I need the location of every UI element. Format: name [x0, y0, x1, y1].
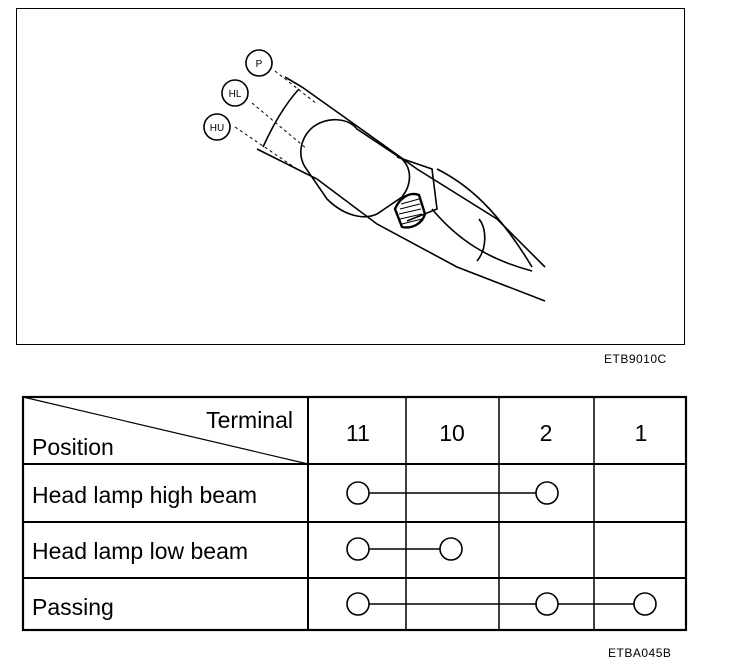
header-terminal: Terminal	[206, 407, 293, 433]
terminal-11: 11	[346, 420, 370, 446]
lever-grip-body	[300, 118, 411, 218]
lever-grip-collar	[396, 156, 438, 222]
callout-circle-p	[245, 49, 273, 77]
callout-label-p: P	[256, 59, 263, 70]
callout-label-hl: HL	[229, 89, 242, 100]
callout-circle-hl	[221, 79, 249, 107]
header-position: Position	[32, 434, 114, 460]
terminal-dot-high-beam-2	[535, 481, 559, 505]
switch-illustration-frame: P HL HU	[16, 8, 685, 345]
terminal-dot-passing-2	[535, 592, 559, 616]
table-border	[21, 395, 688, 632]
figure-code: ETB9010C	[604, 352, 667, 366]
leader-line-p	[274, 70, 318, 105]
terminal-dot-low-beam-10	[439, 537, 463, 561]
terminal-2: 2	[540, 420, 553, 446]
lever-taper-ring	[476, 218, 486, 262]
row-label-low-beam: Head lamp low beam	[32, 538, 248, 564]
terminal-10: 10	[439, 420, 465, 446]
header-diagonal	[22, 396, 309, 465]
lever-taper-lower	[431, 208, 533, 272]
terminal-dot-low-beam-11	[346, 537, 370, 561]
terminal-1: 1	[635, 420, 648, 446]
callout-label-hu: HU	[210, 123, 224, 134]
row-label-passing: Passing	[32, 594, 114, 620]
table-code: ETBA045B	[608, 646, 672, 660]
terminal-dot-passing-11	[346, 592, 370, 616]
leader-line-hu	[234, 126, 298, 170]
lever-taper-upper	[436, 168, 533, 268]
lever-ring-p	[262, 88, 300, 148]
knurled-ring	[393, 192, 427, 229]
row-label-high-beam: Head lamp high beam	[32, 482, 257, 508]
terminal-dot-passing-1	[633, 592, 657, 616]
callout-circle-hu	[203, 113, 231, 141]
multifunction-switch-illustration: P HL HU	[203, 49, 546, 302]
terminal-dot-high-beam-11	[346, 481, 370, 505]
